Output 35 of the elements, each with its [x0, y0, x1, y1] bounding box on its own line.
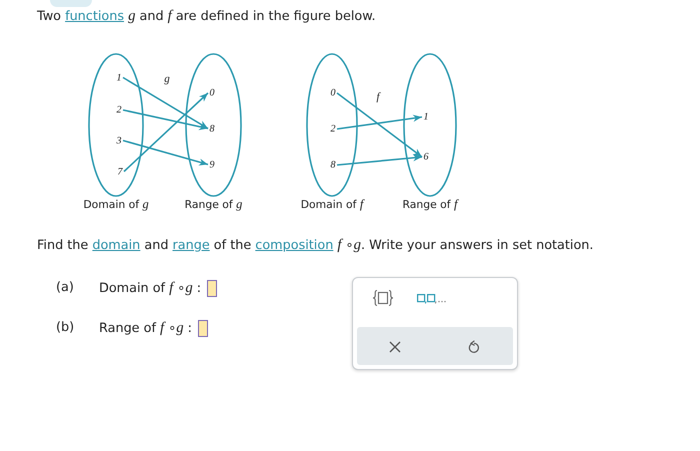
set-element: 8: [210, 123, 214, 134]
arrow: [122, 76, 208, 130]
question-text: Domain of f ∘g :: [99, 280, 202, 297]
oval-caption: Range of f: [402, 198, 458, 211]
instruction-text: Two functions g and f are defined in the figure below.: [37, 8, 376, 25]
function-name: f: [376, 91, 380, 103]
set-element: 2: [116, 104, 122, 116]
arrow: [336, 114, 422, 130]
link: functions: [65, 9, 124, 24]
arrow: [336, 154, 422, 166]
oval-caption: Domain of f: [300, 198, 364, 211]
set-element: 7: [118, 166, 122, 177]
part-label: (b): [56, 320, 74, 336]
function-name: g: [164, 73, 170, 85]
arrow: [123, 92, 209, 172]
set-element: 0: [330, 88, 336, 98]
set-element: 1: [116, 72, 122, 83]
link: range: [172, 238, 210, 253]
arrow: [122, 140, 208, 166]
part-label: (a): [56, 280, 74, 296]
set-element: 8: [330, 160, 336, 170]
arrow: [336, 92, 422, 158]
oval-caption: Range of g: [184, 198, 242, 211]
set-element: 9: [210, 159, 214, 170]
instruction-text: Find the domain and range of the composition f ∘g. Write your answers in set notation.: [37, 237, 594, 254]
question-text: Range of f ∘g :: [99, 320, 192, 337]
set-element: 2: [330, 124, 336, 134]
set-element: 3: [116, 135, 122, 146]
set-element: 6: [424, 152, 428, 162]
oval-caption: Domain of g: [83, 198, 149, 211]
set-element: 1: [424, 112, 428, 122]
link: domain: [92, 238, 140, 253]
link: composition: [255, 238, 334, 253]
set-element: 0: [210, 88, 214, 98]
arrow: [122, 109, 208, 130]
